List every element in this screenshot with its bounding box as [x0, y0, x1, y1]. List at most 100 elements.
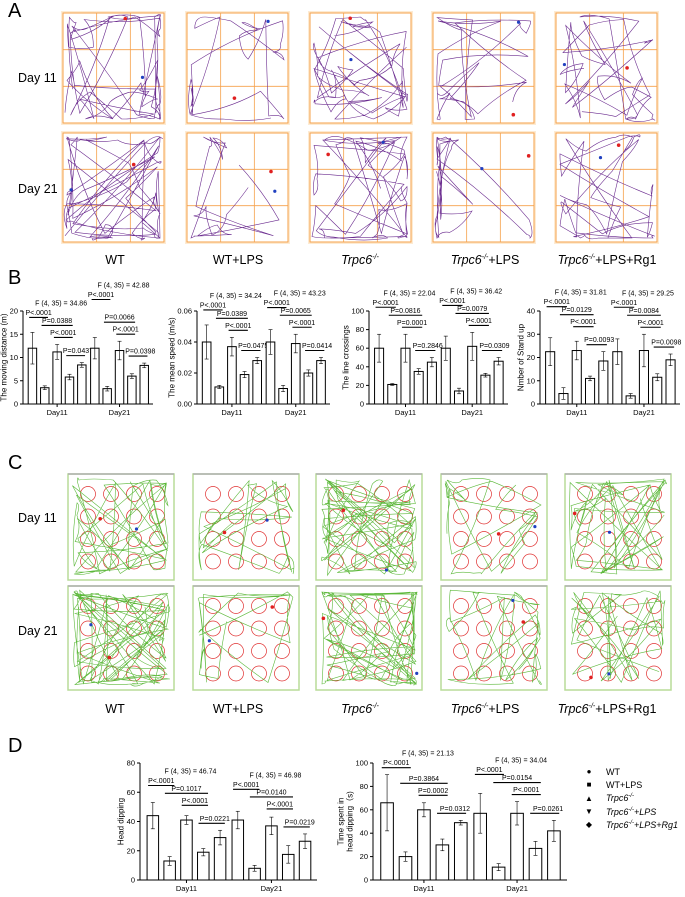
legend-item-0: ●WT: [582, 765, 678, 778]
group-label-c-1: WT+LPS: [212, 702, 264, 716]
y-tick-label: 80: [356, 325, 364, 334]
arena-c: [192, 585, 300, 691]
end-point: [349, 57, 353, 62]
arena-c: [315, 585, 423, 691]
start-point: [341, 508, 346, 513]
bar-diamond: [139, 364, 149, 405]
movement-track: [63, 136, 163, 241]
movement-track: [436, 17, 531, 121]
group-label-c-0: WT: [105, 702, 125, 716]
hole: [646, 643, 662, 659]
panel-label-a: A: [8, 0, 22, 22]
y-axis-label: The line crossings: [341, 325, 350, 389]
end-point: [533, 525, 537, 529]
hole: [126, 508, 142, 525]
hole: [126, 531, 142, 547]
y-tick-label: 20: [10, 307, 18, 316]
hole: [126, 553, 142, 570]
p-value-label: P<.0001: [233, 782, 259, 789]
y-tick-label: 10: [527, 376, 535, 385]
y-tick-label: 20: [360, 852, 368, 861]
hole: [499, 486, 515, 502]
movement-track: [197, 591, 294, 683]
p-value-label: P=0.0389: [217, 311, 247, 318]
movement-track: [64, 14, 162, 120]
start-point: [269, 169, 273, 174]
bar-inverted-triangle: [480, 374, 491, 405]
p-value-label: P=0.0312: [440, 806, 470, 813]
start-point: [526, 154, 531, 158]
hole: [453, 620, 469, 637]
hole: [577, 598, 593, 614]
p-value-label: P=0.0002: [418, 788, 448, 795]
p-value-label: P=0.0084: [629, 308, 659, 315]
y-axis-label: The moving distance (m): [0, 313, 9, 401]
movement-track: [434, 136, 533, 239]
hole: [80, 553, 96, 570]
hole: [103, 508, 119, 525]
hole: [476, 643, 492, 659]
movement-track: [446, 589, 542, 685]
hole: [126, 598, 142, 614]
y-tick-label: 80: [127, 759, 135, 768]
x-tick-label: Day11: [566, 408, 587, 417]
end-point: [207, 639, 211, 643]
legend: ●WT■WT+LPS▲Trpc6-/-▼Trpc6-/-+LPS◆Trpc6-/…: [582, 765, 678, 831]
arena-c: [440, 585, 548, 691]
hole: [499, 598, 515, 614]
p-value-label: P=0.0219: [285, 819, 315, 826]
hole: [80, 486, 96, 502]
row-label-day11-c: Day 11: [18, 511, 57, 525]
hole: [453, 598, 469, 614]
x-tick-label: Day21: [109, 408, 131, 417]
y-tick-label: 20: [356, 381, 364, 390]
y-tick-label: 0.04: [177, 338, 192, 347]
p-value-label: P<.0001: [637, 320, 663, 327]
p-value-label: P=0.0221: [200, 816, 230, 823]
movement-track: [570, 590, 666, 683]
legend-item-1: ■WT+LPS: [582, 778, 678, 791]
arena-a: [186, 132, 289, 243]
bar-triangle: [52, 351, 62, 405]
hole: [453, 531, 469, 547]
start-point: [131, 162, 136, 167]
x-tick-label: Day11: [221, 408, 242, 417]
end-point: [134, 527, 139, 531]
bar-square: [214, 386, 225, 405]
movement-track: [321, 591, 418, 686]
start-point: [222, 530, 227, 535]
hole: [453, 508, 469, 525]
hole: [522, 620, 538, 637]
movement-track: [72, 477, 169, 575]
x-tick-label: Day11: [47, 408, 68, 417]
hole: [397, 665, 413, 682]
hole: [476, 508, 492, 525]
x-tick-label: Day11: [395, 408, 416, 417]
hole: [600, 531, 616, 547]
f-statistic-label: F (4, 35) = 36.42: [450, 288, 502, 295]
hole: [623, 486, 639, 502]
p-value-label: P<.0001: [25, 310, 51, 317]
hole: [251, 665, 267, 682]
end-point: [562, 62, 567, 67]
hole: [522, 508, 538, 525]
hole: [103, 486, 119, 502]
y-tick-label: 15: [10, 330, 18, 339]
hole: [374, 486, 390, 502]
y-tick-label: 0.00: [177, 400, 192, 409]
end-point: [511, 598, 515, 603]
hole: [522, 486, 538, 502]
start-point: [572, 511, 577, 516]
start-point: [98, 516, 103, 521]
start-point: [511, 112, 516, 117]
p-value-label: P=0.0065: [281, 308, 311, 315]
hole: [499, 531, 515, 547]
hole: [205, 620, 221, 637]
end-point: [598, 156, 603, 160]
hole: [623, 508, 639, 525]
hole: [453, 643, 469, 659]
p-value-label: P=0.0093: [584, 337, 614, 344]
bar-triangle: [417, 809, 431, 881]
